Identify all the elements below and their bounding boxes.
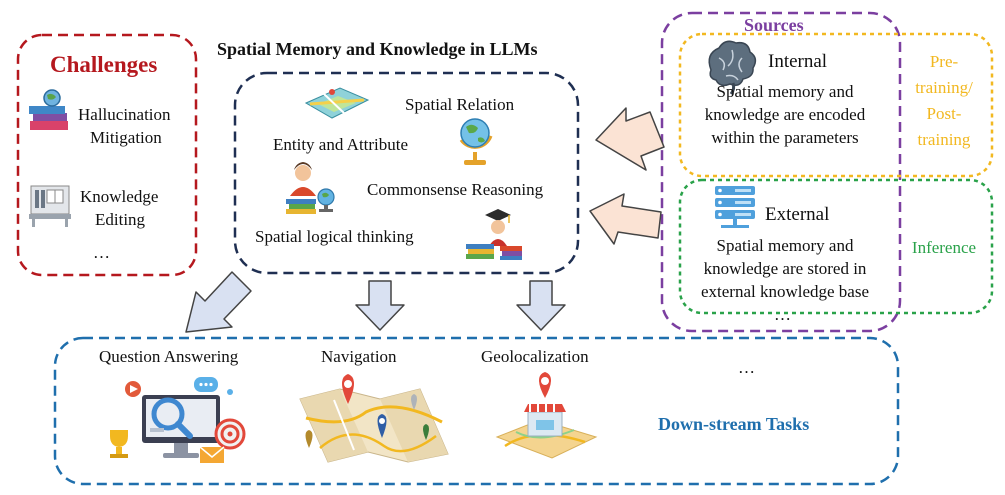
globe-icon: [459, 118, 493, 165]
store-pin-icon: [495, 372, 598, 459]
arrow-external-to-core: [589, 193, 662, 245]
tasks-box: [53, 336, 900, 486]
phase-pretraining-line4: training: [917, 130, 971, 149]
qa-dashboard-icon: [110, 377, 246, 463]
challenge-hallucination-line1: Hallucination: [78, 105, 171, 124]
internal-desc-line3: within the parameters: [711, 128, 859, 147]
sources-box: [660, 11, 902, 333]
student-icon: [286, 162, 335, 214]
phase-inference: Inference: [911, 238, 977, 257]
phase-pretraining-line1: Pre-: [929, 52, 959, 71]
external-box: [678, 178, 994, 315]
external-desc-line3: external knowledge base: [700, 282, 870, 301]
sources-heading: Sources: [744, 15, 804, 35]
internal-title: Internal: [768, 51, 828, 72]
external-title: External: [765, 204, 830, 225]
challenges-more: …: [93, 243, 110, 262]
library-icon: [29, 185, 71, 227]
internal-desc-line1: Spatial memory and: [716, 82, 854, 101]
brain-icon: [708, 40, 757, 95]
task-question-answering: Question Answering: [99, 347, 239, 366]
challenge-knowledge-line1: Knowledge: [80, 187, 159, 206]
server-icon: [715, 186, 755, 228]
arrow-core-to-navigation: [355, 280, 405, 331]
task-navigation: Navigation: [321, 347, 397, 366]
challenges-heading: Challenges: [50, 52, 158, 77]
phase-pretraining-line3: Post-: [926, 104, 962, 123]
internal-box: [678, 32, 994, 178]
task-geolocalization: Geolocalization: [481, 347, 589, 366]
phase-pretraining-line2: training/: [915, 78, 973, 97]
challenge-hallucination-line2: Mitigation: [90, 128, 162, 147]
arrow-core-to-qa: [185, 271, 252, 333]
internal-desc-line2: knowledge are encoded: [704, 105, 866, 124]
core-box: [233, 71, 580, 275]
challenges-box: [16, 33, 198, 277]
tasks-heading: Down-stream Tasks: [658, 414, 810, 434]
tasks-more: …: [738, 358, 755, 377]
core-item-spatial-relation: Spatial Relation: [405, 95, 515, 114]
folded-map-icon: [299, 374, 449, 463]
arrow-core-to-geolocalization: [516, 280, 566, 331]
external-desc-line1: Spatial memory and: [716, 236, 854, 255]
external-desc-line2: knowledge are stored in: [703, 259, 867, 278]
arrow-internal-to-core: [595, 107, 665, 171]
graduate-icon: [466, 209, 522, 260]
core-item-entity-attribute: Entity and Attribute: [273, 135, 409, 154]
diagram-title: Spatial Memory and Knowledge in LLMs: [217, 39, 538, 59]
map-icon: [304, 87, 370, 119]
sources-more: …: [774, 305, 791, 324]
core-item-spatial-logic: Spatial logical thinking: [255, 227, 414, 246]
core-item-commonsense: Commonsense Reasoning: [367, 180, 544, 199]
books-globe-icon: [29, 89, 68, 130]
challenge-knowledge-line2: Editing: [95, 210, 146, 229]
